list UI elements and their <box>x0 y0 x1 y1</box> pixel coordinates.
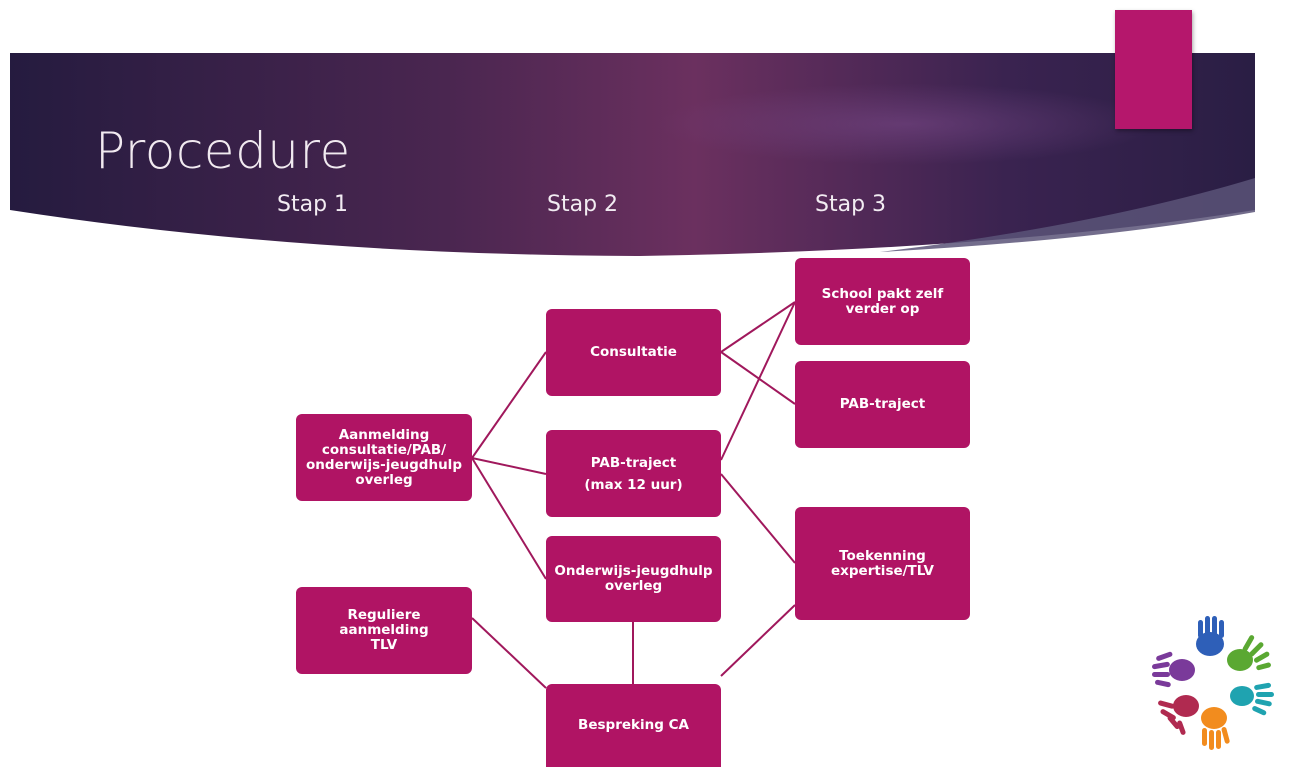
connector-pab-school <box>720 301 796 461</box>
box-pab-traject-stap2: PAB-traject (max 12 uur) <box>546 430 721 517</box>
box-consultatie: Consultatie <box>546 309 721 396</box>
box-pab-traject-stap3: PAB-traject <box>795 361 970 448</box>
box-toekenning: Toekenning expertise/TLV <box>795 507 970 620</box>
connector-reguliere-bespreking <box>471 617 547 689</box>
step-3-label: Stap 3 <box>815 192 887 217</box>
box-school-pakt-zelf: School pakt zelf verder op <box>795 258 970 345</box>
step-2-label: Stap 2 <box>547 192 619 217</box>
step-1-label: Stap 1 <box>277 192 349 217</box>
box-onderwijs-jeugdhulp: Onderwijs-jeugdhulp overleg <box>546 536 721 622</box>
connector-aanmelding-onderwijs <box>471 457 547 580</box>
box-bespreking-ca: Bespreking CA <box>546 684 721 767</box>
slide-title: Procedure <box>95 122 351 180</box>
connector-consultatie-school <box>720 301 796 353</box>
colorful-hands-logo-icon <box>1152 616 1274 750</box>
connector-aanmelding-consultatie <box>471 351 547 459</box>
connector-bespreking-toekenning <box>720 604 796 677</box>
header-banner <box>10 53 1255 256</box>
connector-pab-toekenning <box>720 473 796 564</box>
connector-consultatie-pab3 <box>720 351 796 405</box>
connector-aanmelding-pab <box>471 457 547 475</box>
accent-tab <box>1115 10 1192 129</box>
box-aanmelding: Aanmelding consultatie/PAB/ onderwijs-je… <box>296 414 472 501</box>
box-reguliere-aanmelding: Reguliere aanmelding TLV <box>296 587 472 674</box>
